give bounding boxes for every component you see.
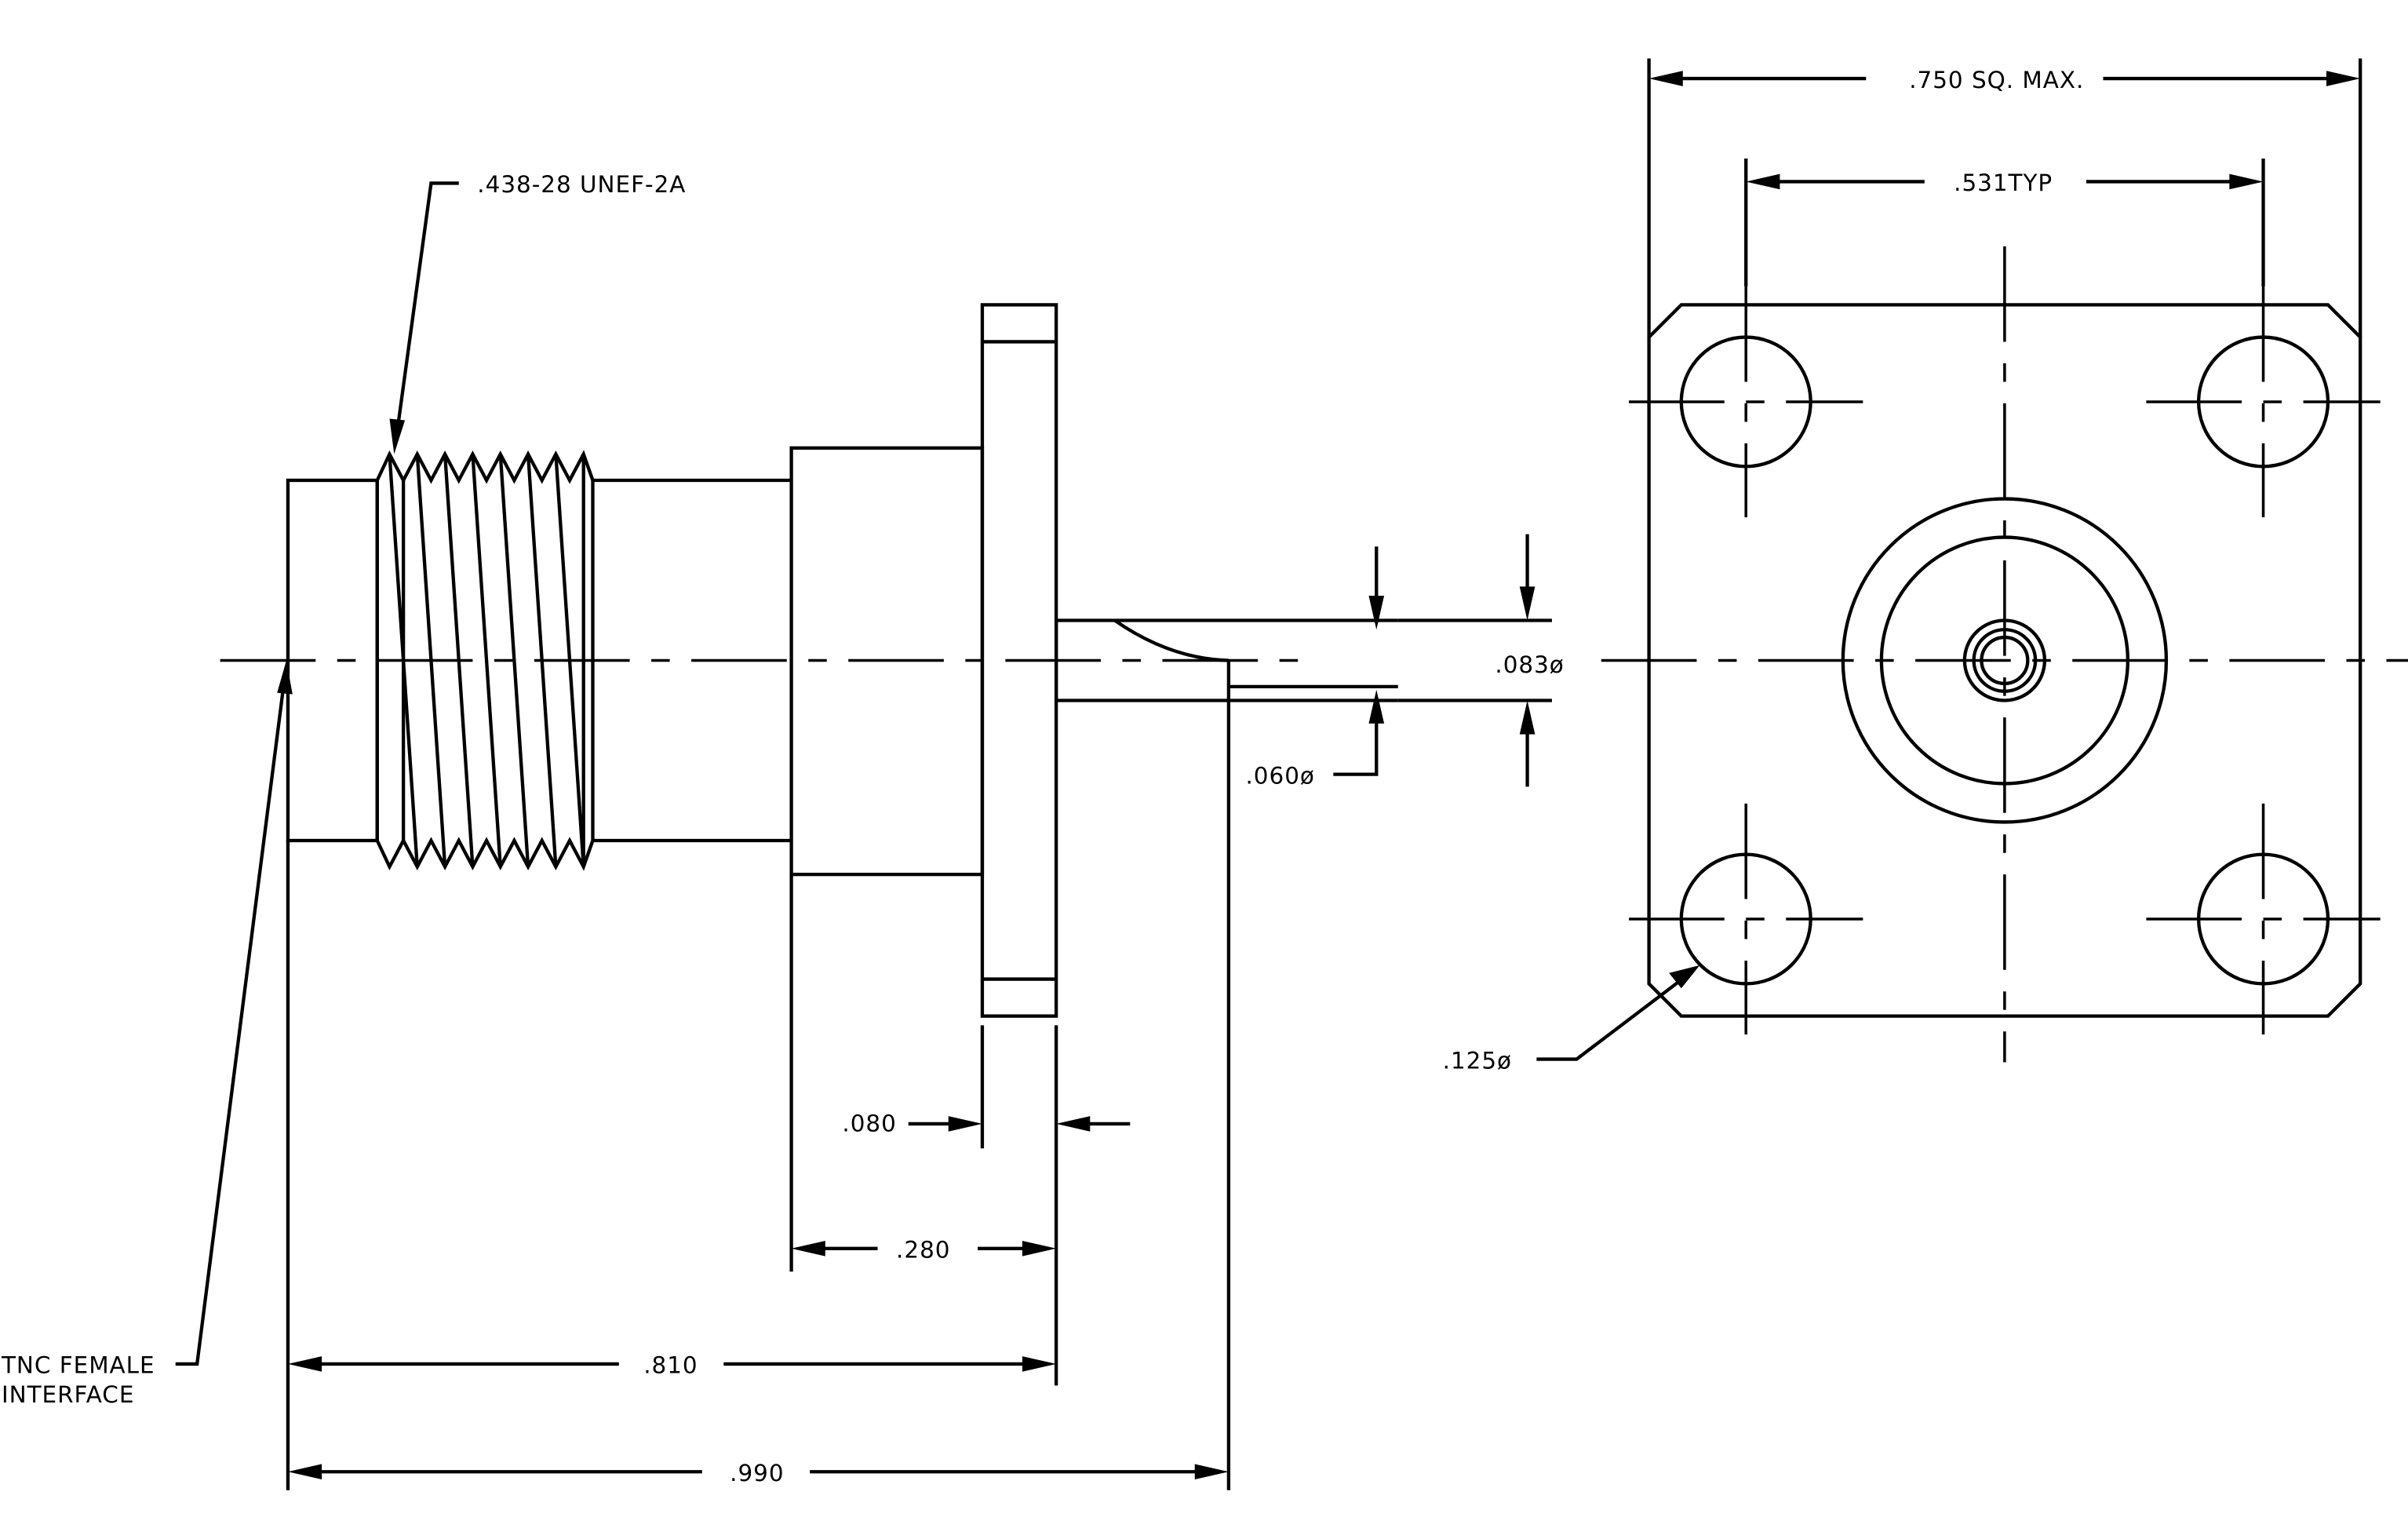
threaded-section — [375, 450, 595, 871]
contact-middle — [1972, 628, 2038, 693]
mounting-hole-br — [2146, 803, 2381, 1035]
mounting-hole-tr — [2146, 286, 2381, 518]
front-dimensions: .750 SQ. MAX. .531TYP .125ø — [1443, 58, 2362, 1074]
thread-bottom-profile — [375, 837, 595, 871]
outer-ring — [1841, 497, 2169, 824]
front-view — [1601, 246, 2408, 1063]
dim-square-max: .750 SQ. MAX. — [1909, 67, 2084, 93]
dim-overall-length: .990 — [730, 1460, 784, 1486]
thread-top-profile — [375, 450, 595, 484]
side-view — [220, 303, 1398, 1018]
dim-dia-060: .060ø — [1245, 762, 1314, 789]
mounting-hole-bl — [1629, 803, 1863, 1035]
dim-dia-083: .083ø — [1495, 651, 1564, 678]
square-flange — [1647, 303, 2362, 1018]
dim-rear-length: .280 — [896, 1237, 950, 1264]
interface-callout-line1: TNC FEMALE — [1, 1352, 155, 1379]
side-dimensions: .080 .280 .810 .990 .438-28 UNEF-2A TNC … — [1, 171, 1564, 1490]
inner-ring — [1879, 535, 2130, 786]
mounting-hole-tl — [1629, 286, 1863, 518]
dim-hole-spacing: .531TYP — [1954, 170, 2053, 196]
dim-overall-flange: .810 — [643, 1352, 698, 1379]
contact-pin — [1054, 618, 1398, 702]
interface-callout-line2: INTERFACE — [2, 1381, 134, 1408]
dim-hole-dia: .125ø — [1443, 1047, 1512, 1074]
contact-outer — [1962, 618, 2047, 702]
dim-flange-thickness: .080 — [842, 1111, 896, 1137]
thread-callout: .438-28 UNEF-2A — [477, 171, 686, 198]
contact-inner — [1980, 635, 2030, 686]
